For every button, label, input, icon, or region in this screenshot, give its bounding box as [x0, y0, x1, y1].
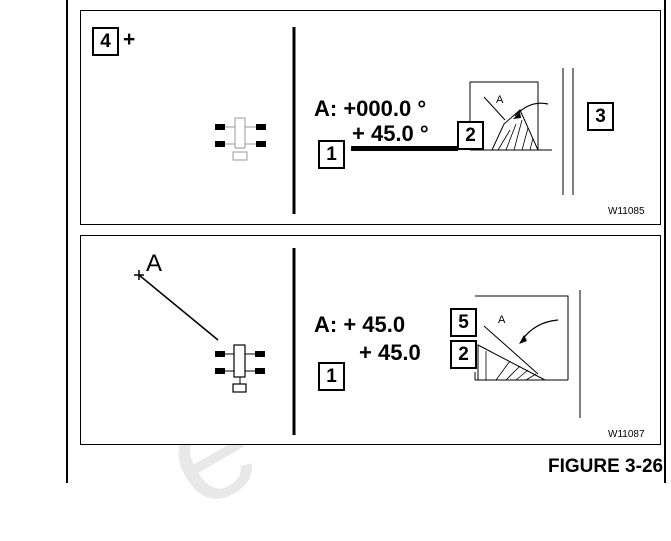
machine-symbol-bottom — [215, 344, 265, 393]
box-2-bottom: 2 — [450, 340, 477, 369]
plus-mark: + — [123, 28, 136, 51]
panel-top-drawing — [215, 27, 574, 214]
panel-bottom — [80, 235, 661, 445]
box-3-top: 3 — [587, 102, 614, 131]
box-2-top: 2 — [457, 121, 484, 150]
machine-symbol-top — [215, 117, 266, 161]
inset-label-bottom: A — [498, 314, 506, 326]
boom-direction-line — [138, 274, 219, 341]
panel-bottom-drawing — [134, 248, 581, 435]
inset-label-top: A — [496, 94, 504, 106]
angle-readout-top: A: +000.0 ° — [314, 96, 427, 121]
panel-top — [80, 10, 661, 225]
value-readout-top: + 45.0 ° — [352, 121, 429, 146]
box-4: 4 — [92, 27, 119, 56]
angle-readout-bottom: A: + 45.0 — [314, 312, 406, 337]
box-1-top: 1 — [318, 140, 345, 169]
inset-window-bottom — [474, 290, 581, 418]
code-top: W11085 — [608, 206, 645, 217]
code-bottom: W11087 — [608, 429, 645, 440]
frame-right-rule — [664, 0, 666, 483]
bar-indicator-top — [351, 146, 458, 151]
box-5-bottom: 5 — [450, 308, 477, 337]
value-readout-bottom: + 45.0 — [359, 340, 421, 365]
inset-window-top — [469, 68, 574, 195]
figure-label: FIGURE 3-26 — [548, 456, 664, 477]
point-label-a: A — [146, 250, 163, 277]
frame-left-rule — [66, 0, 68, 483]
box-1-bottom: 1 — [318, 362, 345, 391]
